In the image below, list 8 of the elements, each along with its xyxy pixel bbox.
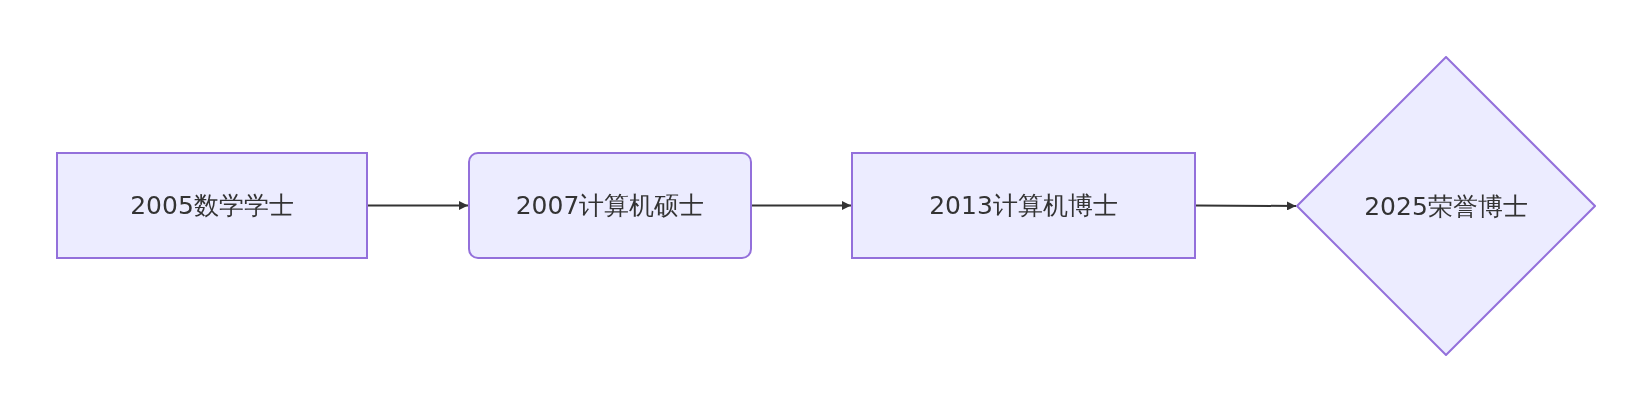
arrow — [1195, 201, 1297, 211]
node-label: 2025荣誉博士 — [1364, 190, 1528, 223]
arrow — [367, 201, 469, 210]
process-box: 2013计算机博士 — [851, 152, 1196, 259]
arrow — [751, 201, 852, 210]
process-box: 2005数学学士 — [56, 152, 368, 259]
decision-diamond — [1296, 56, 1596, 356]
rounded-box: 2007计算机硕士 — [468, 152, 752, 259]
